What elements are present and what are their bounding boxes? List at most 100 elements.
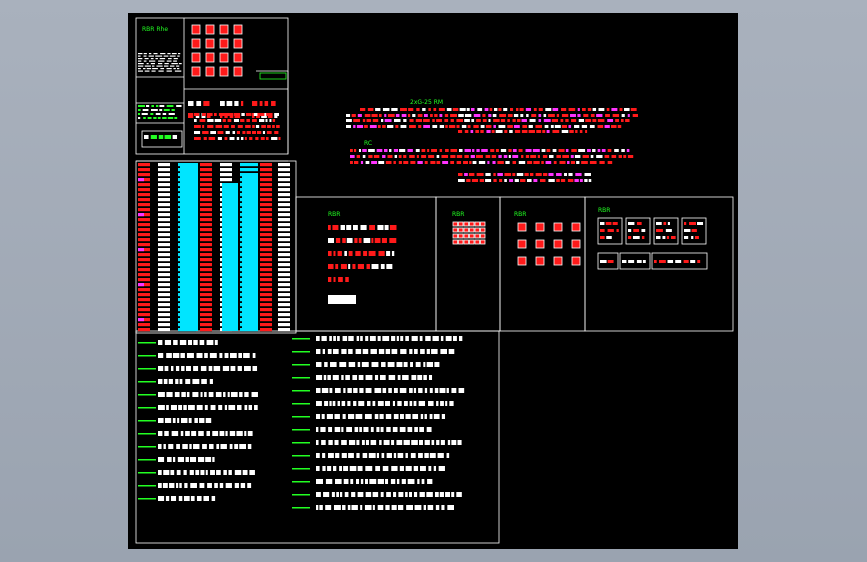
- cad-shape: [626, 149, 630, 152]
- cad-shape: [188, 113, 194, 118]
- cad-shape: [214, 483, 218, 488]
- cad-shape: [225, 483, 232, 488]
- table-cell: [200, 243, 212, 247]
- cad-shape: [186, 353, 194, 358]
- cad-shape: [390, 479, 396, 484]
- cad-shape: [323, 492, 330, 497]
- cad-shape: [419, 440, 423, 445]
- cad-shape: [628, 222, 635, 225]
- cad-shape: [364, 114, 371, 117]
- table-cell: [200, 173, 212, 177]
- cad-shape: [177, 55, 180, 57]
- cad-shape: [549, 155, 554, 158]
- table-cell: [260, 173, 272, 177]
- cad-shape: [397, 375, 401, 380]
- icon-tile: [571, 222, 581, 232]
- grid-cell: [469, 233, 475, 239]
- cad-shape: [633, 229, 640, 232]
- table-cell: [200, 223, 212, 227]
- cad-shape: [656, 229, 663, 232]
- cad-shape: [180, 431, 184, 436]
- cad-shape: [587, 149, 591, 152]
- table-cell: [260, 323, 272, 327]
- cad-shape: [380, 427, 384, 432]
- cad-shape: [339, 466, 342, 471]
- cad-shape: [576, 161, 580, 164]
- cad-shape: [611, 125, 617, 128]
- cad-shape: [203, 137, 207, 140]
- cad-shape: [232, 131, 236, 134]
- table-cell: [278, 248, 290, 252]
- cad-shape: [175, 366, 180, 371]
- cad-shape: [435, 505, 440, 510]
- cad-shape: [316, 453, 320, 458]
- cad-shape: [243, 353, 250, 358]
- cad-shape: [146, 68, 152, 70]
- table-cell: [138, 238, 150, 242]
- table-cell: [158, 183, 170, 187]
- cad-shape: [150, 63, 156, 65]
- cad-shape: [201, 379, 207, 384]
- cad-shape: [207, 125, 214, 128]
- cad-shape: [632, 114, 638, 117]
- cad-shape: [442, 161, 449, 164]
- cad-shape: [233, 113, 239, 116]
- cad-shape: [391, 251, 395, 256]
- cad-shape: [477, 108, 483, 111]
- cad-shape: [188, 101, 194, 106]
- cad-shape: [424, 453, 429, 458]
- table-cell: [260, 313, 272, 317]
- cad-shape: [170, 496, 177, 501]
- cad-shape: [611, 155, 617, 158]
- cad-shape: [248, 405, 252, 410]
- cad-shape: [413, 466, 419, 471]
- cad-shape: [480, 125, 485, 128]
- cad-shape: [316, 492, 321, 497]
- cad-shape: [356, 155, 361, 158]
- top-left-title: RBR Rhe: [142, 26, 169, 33]
- cad-shape: [433, 466, 437, 471]
- cad-shape: [556, 155, 561, 158]
- table-cell: [138, 233, 150, 237]
- cad-shape: [403, 119, 407, 122]
- cad-shape: [421, 479, 425, 484]
- cad-shape: [597, 149, 601, 152]
- cad-shape: [182, 444, 188, 449]
- cad-shape: [543, 114, 547, 117]
- cad-shape: [558, 149, 565, 152]
- table-cell: [138, 213, 144, 217]
- cad-shape: [684, 222, 687, 225]
- cad-shape: [525, 155, 530, 158]
- cad-shape: [153, 53, 158, 55]
- cad-shape: [487, 161, 490, 164]
- cad-shape: [202, 125, 205, 128]
- table-cell: [158, 278, 170, 282]
- cad-shape: [567, 161, 570, 164]
- table-cell: [200, 183, 212, 187]
- table-cell: [200, 308, 212, 312]
- cad-shape: [158, 379, 163, 384]
- cad-shape: [158, 366, 164, 371]
- cad-shape: [234, 483, 239, 488]
- cad-shape: [169, 483, 175, 488]
- cad-shape: [607, 149, 612, 152]
- frame-rebar-table: [135, 160, 297, 334]
- cad-shape: [350, 149, 353, 152]
- cad-shape: [212, 457, 215, 462]
- cad-shape: [409, 388, 413, 393]
- cad-shape: [512, 149, 517, 152]
- table-cell: [220, 178, 232, 182]
- cad-shape: [458, 114, 464, 117]
- cad-shape: [433, 108, 437, 111]
- cad-shape: [195, 470, 200, 475]
- table-cell: [260, 193, 272, 197]
- table-cell: [138, 258, 150, 262]
- grid-cell: [463, 221, 469, 227]
- cad-shape: [138, 105, 145, 107]
- cad-shape: [625, 119, 630, 122]
- table-cell: [278, 328, 290, 332]
- cad-shape: [344, 492, 349, 497]
- cad-shape: [209, 379, 213, 384]
- table-cell: [158, 243, 170, 247]
- cad-drawing-sheet[interactable]: RBR Rhe 2xG-25 RM RC RBR RBR RBR RBR: [128, 13, 738, 549]
